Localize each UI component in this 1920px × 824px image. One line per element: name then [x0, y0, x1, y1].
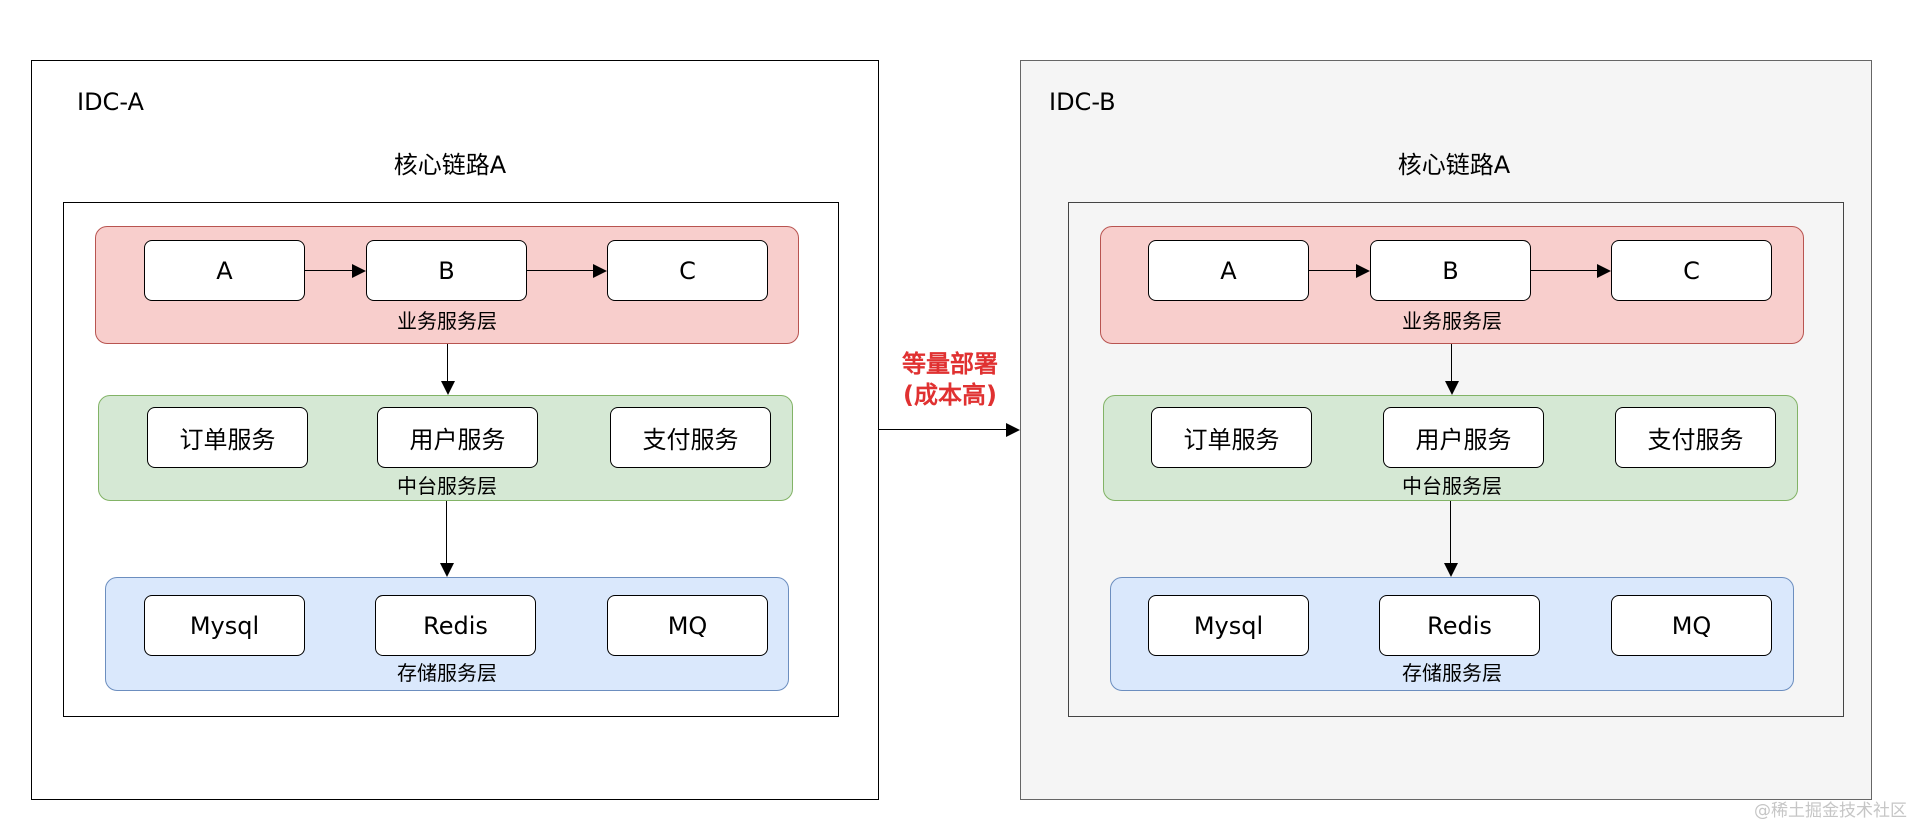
idc-a-redis-node: Redis [375, 595, 536, 656]
idc-b-arrow-biz-mid-head [1445, 381, 1459, 395]
idc-b-storage-layer-label: 存储服务层 [1402, 661, 1502, 685]
idc-b-service-b-node: B [1370, 240, 1531, 301]
idc-a-payment-service-node: 支付服务 [610, 407, 771, 468]
idc-b-arrow-b-c-head [1597, 264, 1611, 278]
idc-a-chain-title: 核心链路A [393, 151, 507, 179]
deploy-label: 等量部署 (成本高) [870, 349, 1030, 411]
idc-a-service-b-node: B [366, 240, 527, 301]
idc-b-label: IDC-B [1049, 88, 1116, 116]
deploy-label-line2: (成本高) [903, 381, 997, 409]
idc-a-service-c-node: C [607, 240, 768, 301]
watermark: @稀土掘金技术社区 [1754, 801, 1907, 821]
idc-a-arrow-a-b-line [305, 270, 352, 271]
idc-b-user-service-node: 用户服务 [1383, 407, 1544, 468]
idc-a-arrow-biz-mid-head [441, 381, 455, 395]
idc-b-chain-title: 核心链路A [1397, 151, 1511, 179]
idc-b-service-a-node: A [1148, 240, 1309, 301]
idc-a-arrow-mid-storage-line [446, 501, 447, 563]
idc-b-arrow-mid-storage-line [1450, 501, 1451, 563]
idc-a-business-layer-label: 业务服务层 [397, 309, 497, 333]
idc-a-mysql-node: Mysql [144, 595, 305, 656]
idc-b-arrow-a-b-head [1356, 264, 1370, 278]
idc-a-order-service-node: 订单服务 [147, 407, 308, 468]
idc-b-service-c-node: C [1611, 240, 1772, 301]
idc-a-storage-layer-label: 存储服务层 [397, 661, 497, 685]
idc-a-service-a-node: A [144, 240, 305, 301]
deploy-label-line1: 等量部署 [902, 350, 998, 378]
idc-a-arrow-biz-mid-line [447, 344, 448, 381]
idc-a-arrow-b-c-line [527, 270, 593, 271]
idc-b-payment-service-node: 支付服务 [1615, 407, 1776, 468]
deploy-arrow-line [879, 429, 1006, 430]
idc-a-label: IDC-A [77, 88, 144, 116]
idc-b-arrow-biz-mid-line [1451, 344, 1452, 381]
idc-b-mysql-node: Mysql [1148, 595, 1309, 656]
idc-a-middle-layer-label: 中台服务层 [397, 474, 497, 498]
idc-a-arrow-a-b-head [352, 264, 366, 278]
idc-b-business-layer-label: 业务服务层 [1402, 309, 1502, 333]
idc-b-arrow-a-b-line [1309, 270, 1356, 271]
idc-a-arrow-mid-storage-head [440, 563, 454, 577]
idc-b-middle-layer-label: 中台服务层 [1402, 474, 1502, 498]
idc-b-arrow-mid-storage-head [1444, 563, 1458, 577]
idc-b-mq-node: MQ [1611, 595, 1772, 656]
idc-a-arrow-b-c-head [593, 264, 607, 278]
idc-b-redis-node: Redis [1379, 595, 1540, 656]
idc-b-arrow-b-c-line [1531, 270, 1597, 271]
idc-b-order-service-node: 订单服务 [1151, 407, 1312, 468]
deploy-arrow-head [1006, 423, 1020, 437]
idc-a-mq-node: MQ [607, 595, 768, 656]
idc-a-user-service-node: 用户服务 [377, 407, 538, 468]
